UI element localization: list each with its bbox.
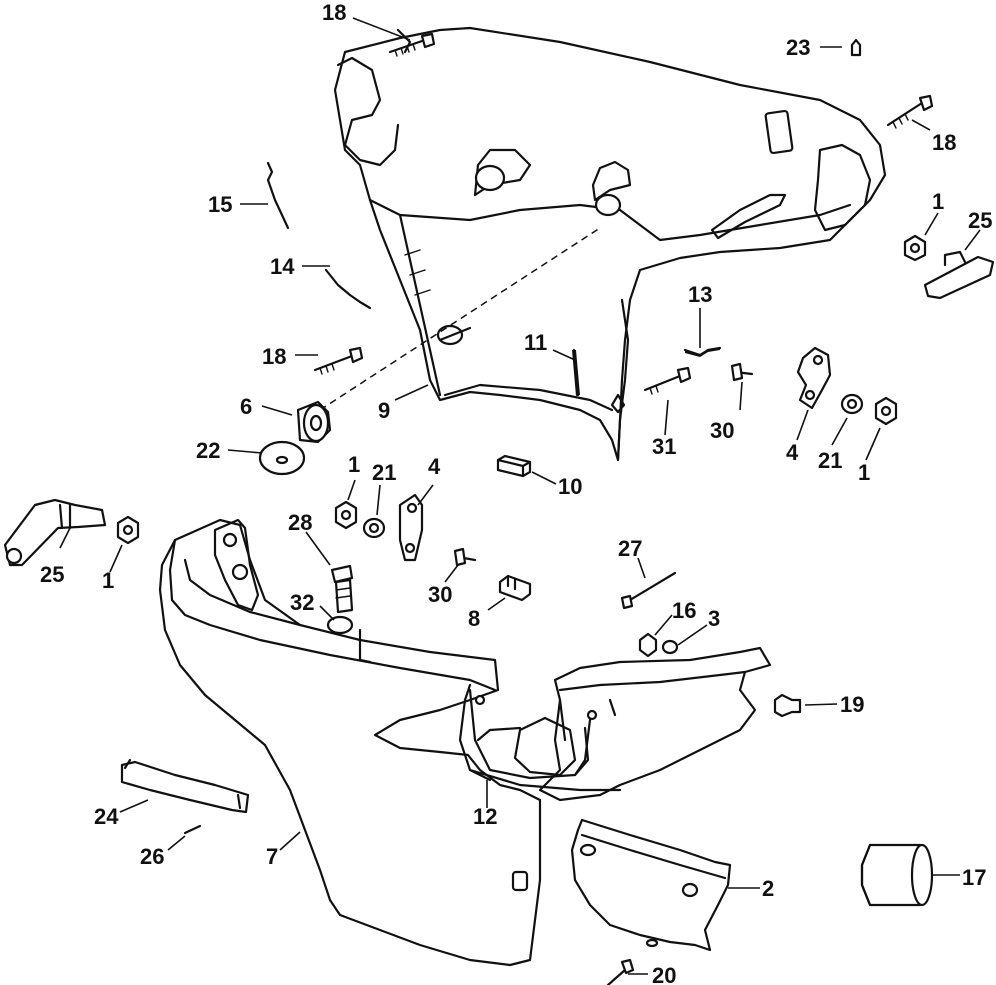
callout-18-right: 18 xyxy=(932,130,956,155)
bracket-part-4-center xyxy=(398,493,424,562)
callout-18-top: 18 xyxy=(322,0,346,25)
leader-lines xyxy=(59,17,981,975)
callout-1-left: 1 xyxy=(102,568,114,593)
callout-26: 26 xyxy=(140,844,164,869)
screw-part-20 xyxy=(606,958,635,985)
nut-part-1-c xyxy=(334,500,358,530)
bolt-part-18-left xyxy=(313,346,364,375)
callout-20: 20 xyxy=(652,963,676,985)
washer-part-3 xyxy=(661,639,679,655)
callout-10: 10 xyxy=(558,474,582,499)
bolt-part-18-right xyxy=(886,94,934,129)
callout-4-right: 4 xyxy=(786,440,799,465)
pin-part-23 xyxy=(850,38,862,57)
callout-17: 16 xyxy=(672,598,696,623)
callout-6: 6 xyxy=(240,394,252,419)
block-part-8 xyxy=(498,574,532,602)
washer-part-22 xyxy=(258,440,306,476)
callout-16: 17 xyxy=(962,865,986,890)
cover-part-2 xyxy=(570,818,732,952)
callout-18-left: 18 xyxy=(262,344,286,369)
screw-part-26 xyxy=(183,824,202,835)
seal-part-32 xyxy=(326,615,354,635)
callout-7: 7 xyxy=(266,844,278,869)
callout-30-right: 30 xyxy=(710,418,734,443)
gasket-part-12 xyxy=(468,688,590,780)
nut-part-1-a xyxy=(903,234,927,262)
callout-19: 19 xyxy=(840,692,864,717)
callout-1-right: 1 xyxy=(858,460,870,485)
callout-2: 2 xyxy=(762,876,774,901)
nut-part-1-b xyxy=(874,396,898,426)
callout-24: 24 xyxy=(94,804,119,829)
bolt-part-18-top xyxy=(388,32,436,57)
callout-8: 8 xyxy=(468,606,480,631)
upper-housing-part-9 xyxy=(333,26,887,462)
callout-21-center: 21 xyxy=(372,460,396,485)
bushing-part-6 xyxy=(296,400,332,444)
callout-12: 12 xyxy=(473,804,497,829)
fitting-part-19 xyxy=(773,693,802,718)
spring-part-13 xyxy=(683,346,722,357)
screw-part-30-right xyxy=(730,362,754,382)
callout-31: 31 xyxy=(652,434,676,459)
block-part-10 xyxy=(496,454,532,478)
latch-lever-part-25-right xyxy=(923,250,995,300)
callout-4-center: 4 xyxy=(428,454,441,479)
callout-labels: 18 23 18 1 25 15 14 13 11 18 6 9 22 31 3… xyxy=(40,0,992,985)
sleeve-part-16 xyxy=(860,843,934,907)
washer-part-21-center xyxy=(362,517,386,539)
callout-23: 23 xyxy=(786,35,810,60)
callout-22: 22 xyxy=(196,438,220,463)
pin-part-11 xyxy=(572,348,580,397)
alignment-dashed-line xyxy=(319,227,601,411)
callout-28-label: 28 xyxy=(288,510,312,535)
latch-lever-part-25-left xyxy=(3,498,107,567)
spring-part-15 xyxy=(266,161,290,230)
bracket-part-4-right xyxy=(796,346,832,410)
washer-part-21-right xyxy=(840,393,864,415)
callout-3: 3 xyxy=(708,606,720,631)
nut-part-1-d xyxy=(116,515,140,545)
callout-15: 15 xyxy=(208,192,232,217)
callout-32: 32 xyxy=(290,590,314,615)
bolt-part-31 xyxy=(643,366,692,395)
nut-part-17 xyxy=(638,632,658,658)
valve-part-28 xyxy=(330,564,354,614)
callout-9: 9 xyxy=(378,398,390,423)
rod-part-27 xyxy=(620,571,677,610)
callout-1-upper-right: 1 xyxy=(932,189,944,214)
lower-housing-part-7 xyxy=(158,518,772,967)
callout-14: 14 xyxy=(270,254,295,279)
callout-30-center: 30 xyxy=(428,582,452,607)
callout-21-right: 21 xyxy=(818,448,842,473)
callout-27: 27 xyxy=(618,536,642,561)
callout-25-left: 25 xyxy=(40,562,64,587)
callout-11: 11 xyxy=(524,330,547,355)
callout-1-center: 1 xyxy=(348,452,360,477)
plate-part-24 xyxy=(120,758,250,814)
spring-part-14 xyxy=(324,268,372,310)
callout-13: 13 xyxy=(688,282,712,307)
callout-25-right: 25 xyxy=(968,208,992,233)
screw-part-30-center xyxy=(453,547,477,567)
